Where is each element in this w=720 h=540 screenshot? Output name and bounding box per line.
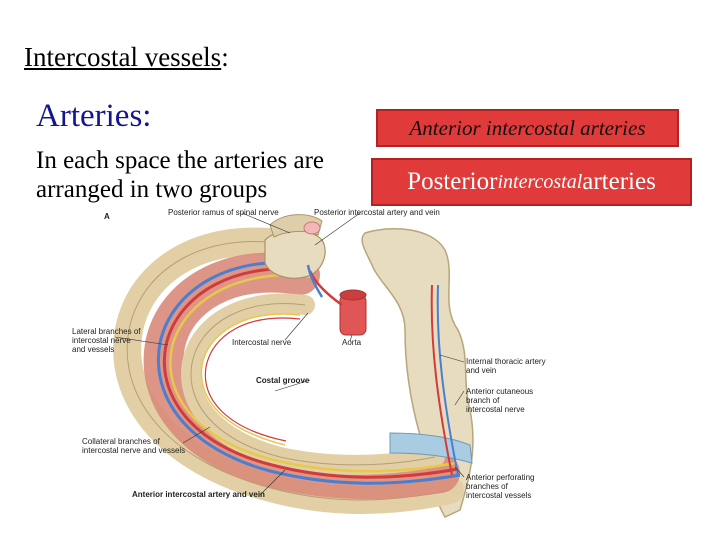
panel-letter: A <box>104 212 110 221</box>
posterior-intercostal-box: Posterior intercostal arteries <box>371 158 692 206</box>
body-text: In each space the arteries are arranged … <box>36 146 371 204</box>
posterior-label-part2: intercostal <box>497 171 582 194</box>
label-posterior-artery-vein: Posterior intercostal artery and vein <box>314 208 440 217</box>
posterior-label-part3: arteries <box>582 168 656 196</box>
label-collateral-branches: Collateral branches of intercostal nerve… <box>82 437 185 455</box>
label-intercostal-nerve: Intercostal nerve <box>232 338 291 347</box>
label-internal-thoracic: Internal thoracic artery and vein <box>466 357 546 375</box>
label-anterior-artery-vein: Anterior intercostal artery and vein <box>132 490 265 499</box>
label-lateral-branches: Lateral branches of intercostal nerve an… <box>72 327 141 354</box>
label-posterior-ramus: Posterior ramus of spinal nerve <box>168 208 279 217</box>
anterior-intercostal-label: Anterior intercostal arteries <box>409 116 645 141</box>
label-anterior-perforating: Anterior perforating branches of interco… <box>466 473 534 500</box>
posterior-label-part1: Posterior <box>407 168 497 196</box>
anterior-intercostal-box: Anterior intercostal arteries <box>376 109 679 147</box>
aorta-shape <box>340 295 366 335</box>
spinal-cord <box>304 222 320 234</box>
label-costal-groove: Costal groove <box>256 376 309 385</box>
subtitle-arteries: Arteries: <box>36 98 151 135</box>
intercostal-anatomy-figure: A Posterior ramus of spinal nerve Poster… <box>60 205 560 520</box>
slide-title: Intercostal vessels: <box>24 42 229 73</box>
label-anterior-cutaneous: Anterior cutaneous branch of intercostal… <box>466 387 533 414</box>
label-aorta: Aorta <box>342 338 361 347</box>
slide-title-colon: : <box>221 42 229 72</box>
aorta-top <box>340 290 366 300</box>
slide-title-text: Intercostal vessels <box>24 42 221 72</box>
